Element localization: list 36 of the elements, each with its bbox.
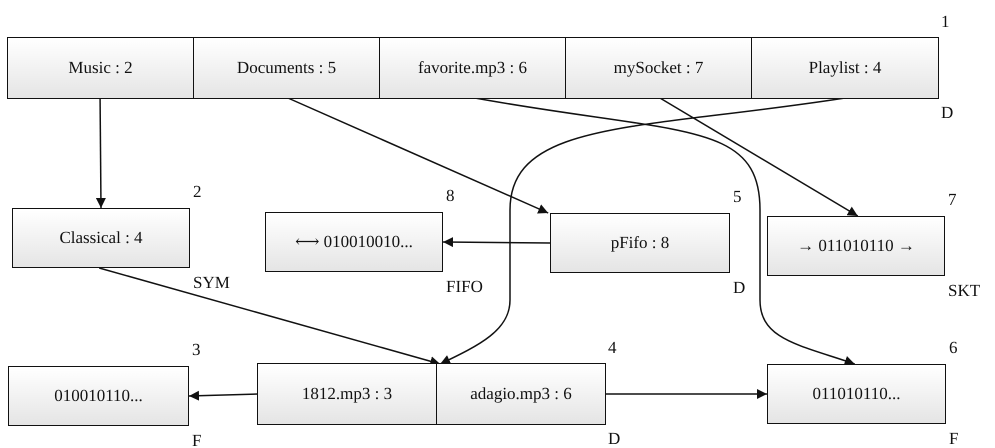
node-number: 4 [608,338,616,358]
record-field: 1812.mp3 : 3 [258,364,437,424]
node-box: ⟷ 010010010... [265,212,443,272]
node-number: 1 [941,12,950,32]
arrow [188,390,258,401]
node-number: 5 [733,187,742,207]
type-tag: D [608,429,620,448]
record-box [8,38,938,98]
record-field: Music : 2 [8,38,194,98]
node-box: 010010110... [8,366,189,426]
record-field: favorite.mp3 : 6 [380,38,566,98]
record-field: Documents : 5 [194,38,380,98]
node-number: 8 [446,186,454,206]
node-box: pFifo : 8 [550,213,730,273]
record-field: mySocket : 7 [566,38,752,98]
node-box: 011010110... [767,364,946,424]
arrow [443,237,550,248]
arrow [96,98,106,208]
type-tag: D [941,103,954,123]
type-tag: FIFO [446,277,483,297]
arrow [288,97,548,214]
type-tag: D [733,278,746,298]
node-box: Classical : 4 [12,208,190,268]
arrow [660,97,858,217]
node-box: → 011010110 → [767,216,945,276]
type-tag: F [192,431,202,448]
arrow [605,389,767,399]
record-field: adagio.mp3 : 6 [437,364,605,424]
node-number: 7 [948,190,956,210]
type-tag: SKT [948,281,980,301]
node-number: 3 [192,340,200,360]
type-tag: SYM [193,273,230,293]
type-tag: F [949,429,958,448]
record-box [258,364,605,424]
node-number: 6 [949,338,958,358]
node-number: 2 [193,182,202,202]
